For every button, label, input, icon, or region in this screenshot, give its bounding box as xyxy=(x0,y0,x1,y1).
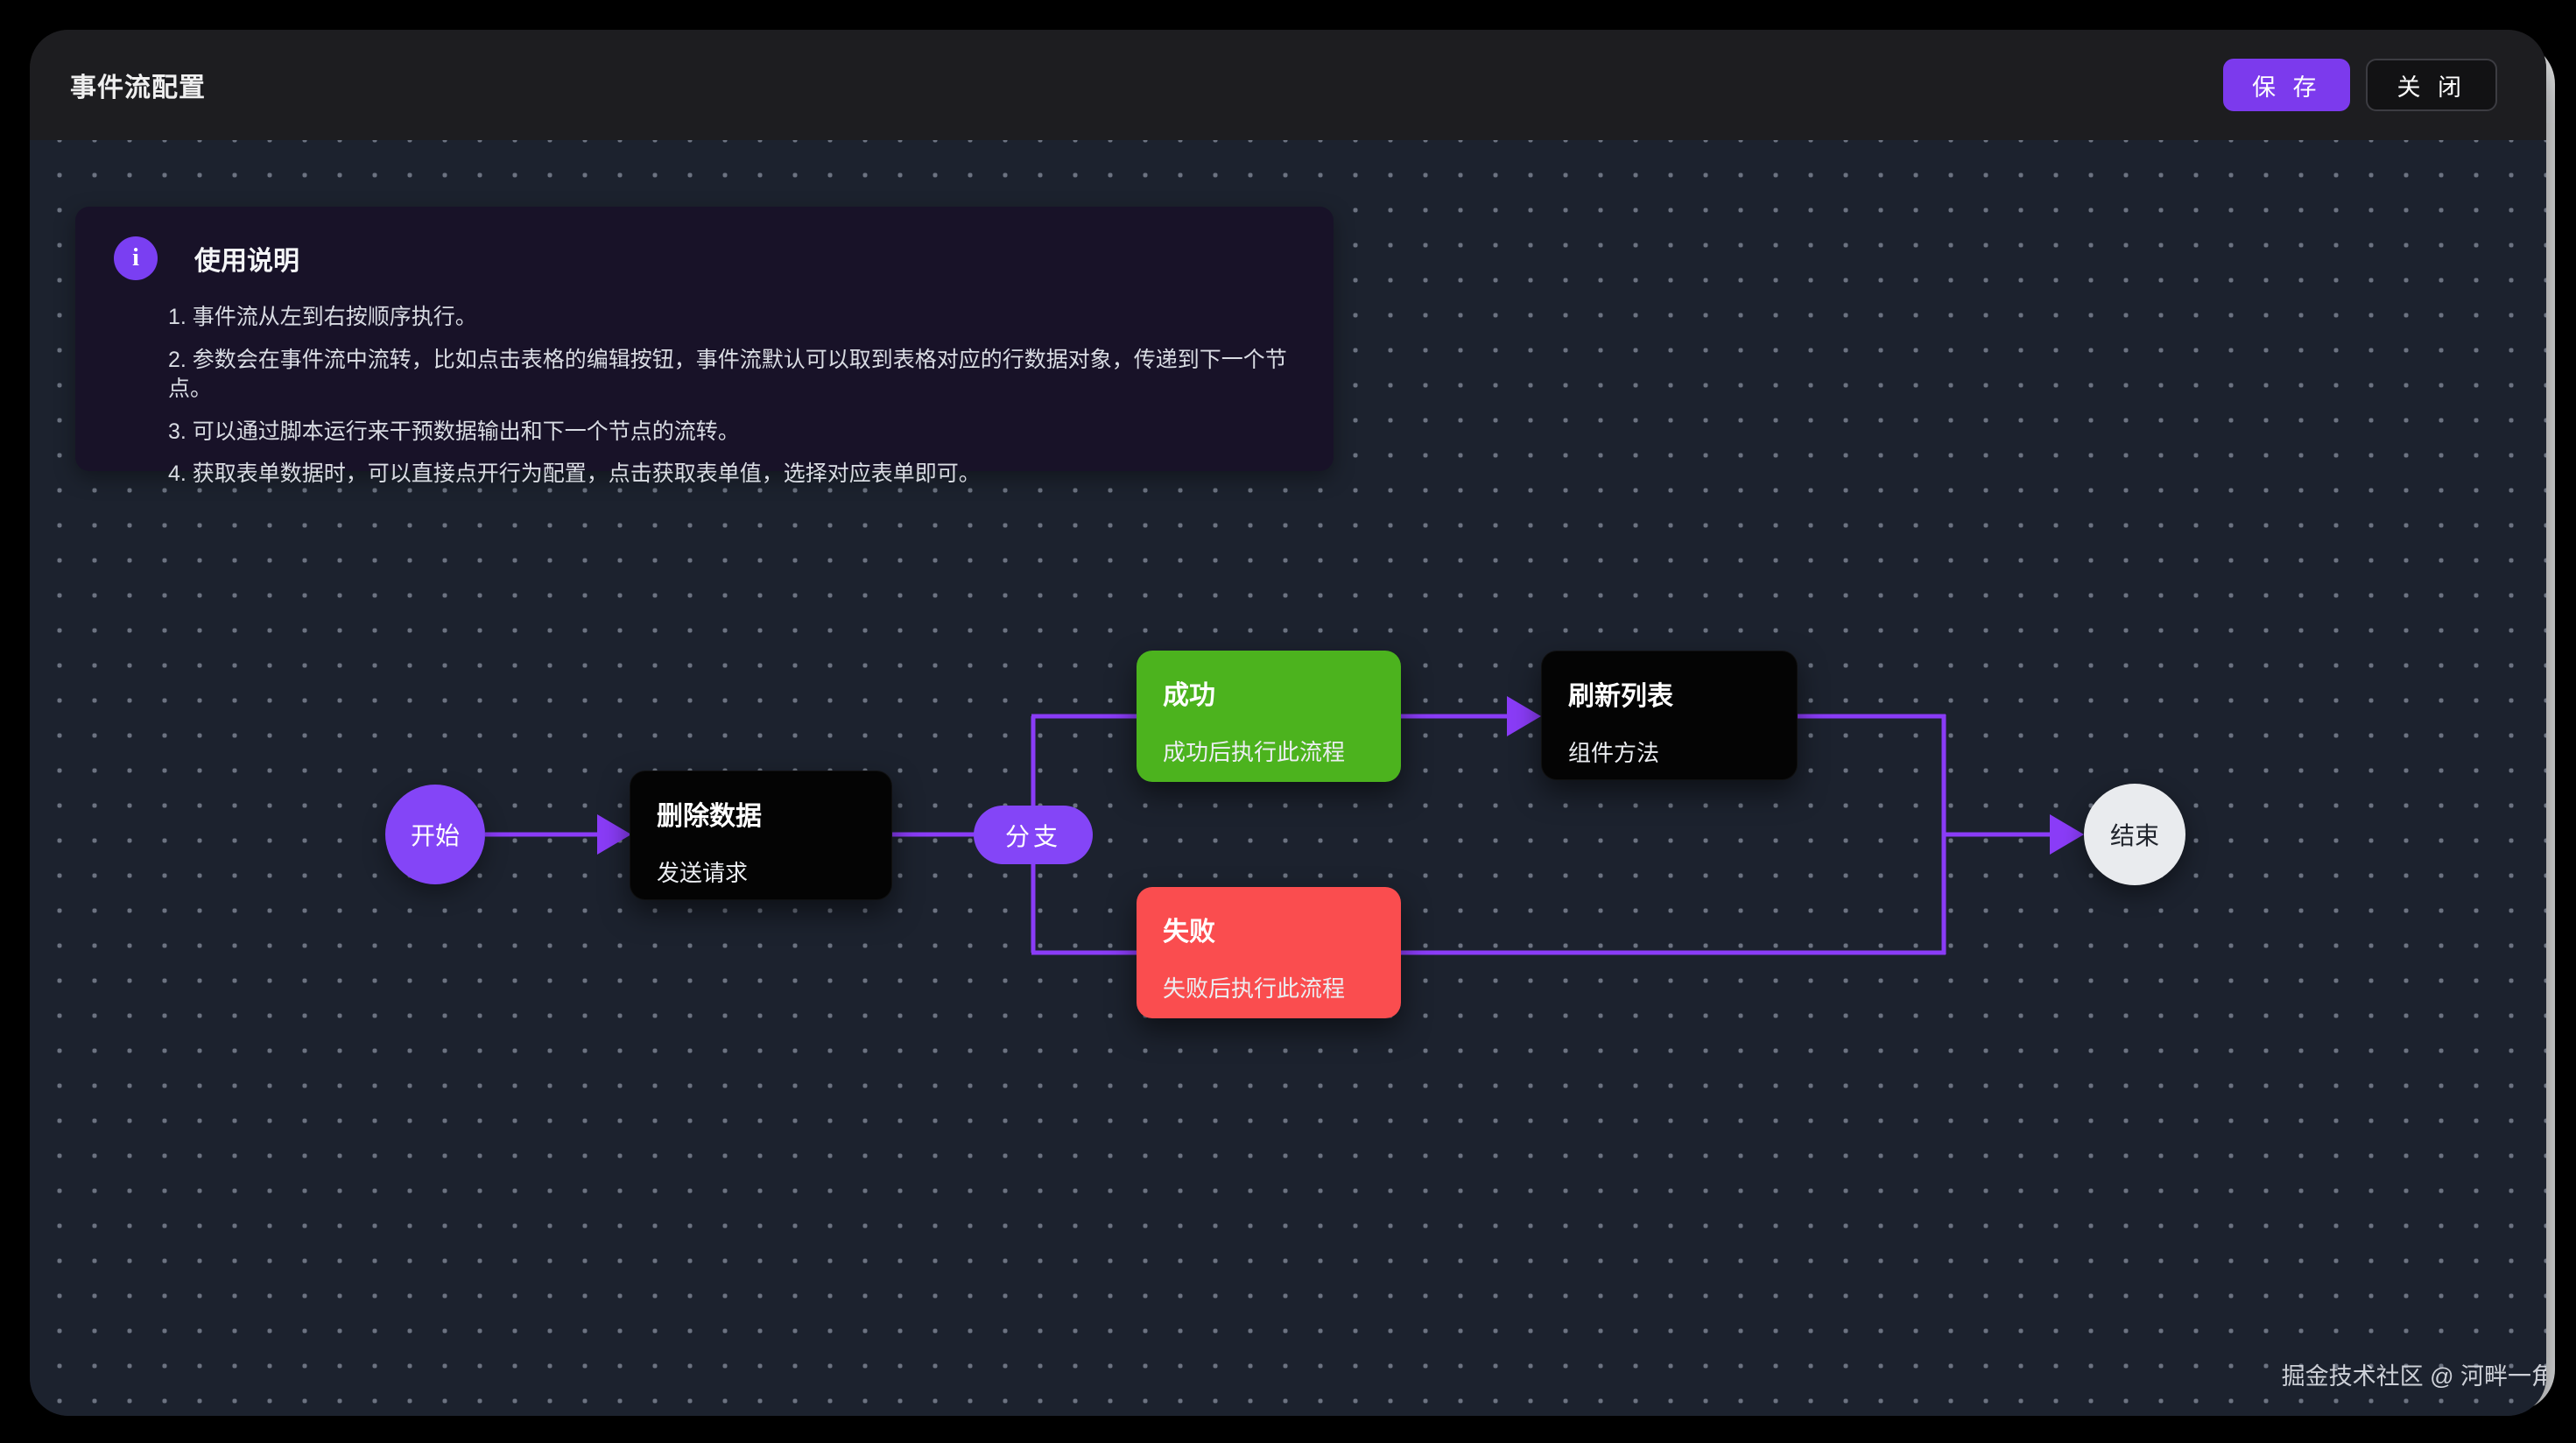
info-icon: i xyxy=(114,236,158,280)
event-flow-modal: 事件流配置 保 存 关 闭 i 使用说明 1. 事件流从左到右按顺序执行。 2.… xyxy=(30,30,2546,1416)
flow-node-start[interactable]: 开始 xyxy=(385,785,485,884)
node-title: 刷新列表 xyxy=(1568,682,1673,711)
flow-node-fail[interactable]: 失败 失败后执行此流程 xyxy=(1137,887,1401,1018)
watermark: 掘金技术社区 @ 河畔一角 xyxy=(2281,1363,2546,1390)
instruction-item: 2. 参数会在事件流中流转，比如点击表格的编辑按钮，事件流默认可以取到表格对应的… xyxy=(168,347,1287,402)
node-label: 分支 xyxy=(1004,822,1061,850)
flow-node-branch[interactable]: 分支 xyxy=(974,806,1093,864)
node-title: 失败 xyxy=(1163,918,1215,947)
instructions-list: 1. 事件流从左到右按顺序执行。 2. 参数会在事件流中流转，比如点击表格的编辑… xyxy=(110,303,1299,489)
modal-header: 事件流配置 保 存 关 闭 xyxy=(30,30,2546,140)
instructions-title: 使用说明 xyxy=(194,247,299,276)
node-label: 结束 xyxy=(2109,822,2159,849)
flow-canvas[interactable]: i 使用说明 1. 事件流从左到右按顺序执行。 2. 参数会在事件流中流转，比如… xyxy=(30,140,2546,1416)
flow-node-delete-data[interactable]: 删除数据 发送请求 xyxy=(630,771,892,900)
page-title: 事件流配置 xyxy=(70,74,206,102)
instruction-item: 4. 获取表单数据时，可以直接点开行为配置，点击获取表单值，选择对应表单即可。 xyxy=(168,461,981,486)
close-button[interactable]: 关 闭 xyxy=(2366,59,2497,111)
flow-node-success[interactable]: 成功 成功后执行此流程 xyxy=(1137,651,1401,782)
flow-node-end[interactable]: 结束 xyxy=(2084,784,2185,885)
node-title: 成功 xyxy=(1163,681,1215,710)
node-subtitle: 组件方法 xyxy=(1568,740,1660,766)
node-subtitle: 发送请求 xyxy=(657,860,749,886)
node-label: 开始 xyxy=(410,822,460,849)
save-button[interactable]: 保 存 xyxy=(2222,59,2351,111)
node-subtitle: 成功后执行此流程 xyxy=(1163,739,1346,765)
node-title: 删除数据 xyxy=(657,802,762,831)
instructions-header: i 使用说明 xyxy=(114,236,1299,280)
usage-instructions-panel: i 使用说明 1. 事件流从左到右按顺序执行。 2. 参数会在事件流中流转，比如… xyxy=(75,207,1334,486)
instruction-item: 3. 可以通过脚本运行来干预数据输出和下一个节点的流转。 xyxy=(168,419,740,444)
flow-node-refresh-list[interactable]: 刷新列表 组件方法 xyxy=(1541,651,1798,780)
instruction-item: 1. 事件流从左到右按顺序执行。 xyxy=(168,305,477,329)
header-actions: 保 存 关 闭 xyxy=(2222,59,2497,111)
node-subtitle: 失败后执行此流程 xyxy=(1163,975,1346,1002)
